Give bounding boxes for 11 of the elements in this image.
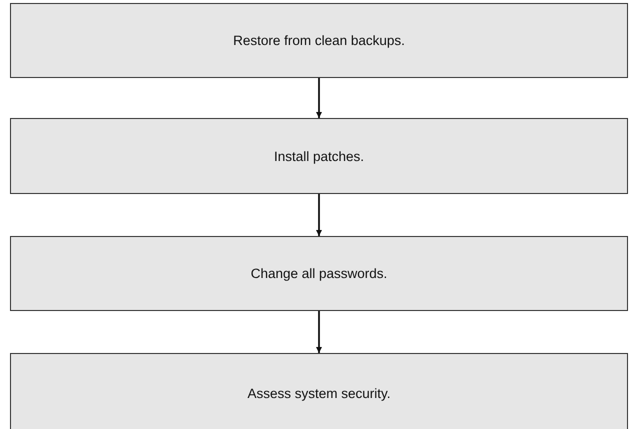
step-text: Install patches. xyxy=(274,148,364,164)
step-text: Assess system security. xyxy=(247,386,391,400)
step-text: Change all passwords. xyxy=(250,266,388,281)
arrow xyxy=(316,311,322,353)
step-text: Restore from clean backups. xyxy=(233,33,405,48)
arrow xyxy=(316,78,322,118)
process-box xyxy=(10,353,628,429)
process-box xyxy=(10,118,628,194)
arrow xyxy=(316,194,322,236)
process-box xyxy=(10,3,628,78)
process-box xyxy=(10,236,628,311)
